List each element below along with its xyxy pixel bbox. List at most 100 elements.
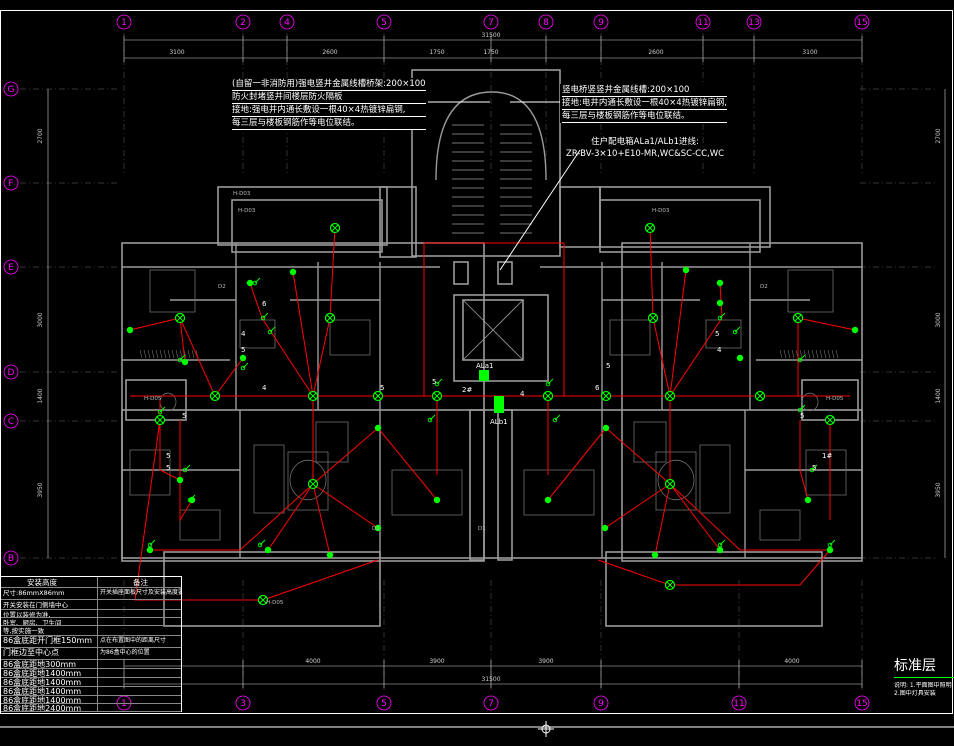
- dim-text-left: 3000: [37, 312, 44, 327]
- note-right-line3: 每三层与楼板钢筋作等电位联结。: [562, 110, 727, 123]
- grid-bubble-top: [279, 14, 295, 30]
- wall-light: [602, 424, 610, 432]
- circuit-wire: [424, 242, 565, 396]
- grid-bubble-bottom: [593, 695, 609, 711]
- note-left-line2: 防火封堵竖井间楼层防火隔板: [232, 91, 426, 104]
- wall-light: [374, 524, 382, 532]
- dim-text-top: 3100: [802, 49, 817, 56]
- circuit-number: 4: [241, 330, 246, 338]
- circuit-number: 4: [262, 384, 267, 392]
- circuit-wire: [292, 271, 314, 397]
- wall-block: [121, 409, 863, 559]
- switch-lever: [242, 362, 249, 369]
- circuit-wire: [179, 420, 193, 522]
- hatch: [823, 349, 827, 359]
- switch-lever: [184, 464, 191, 471]
- panel-alb1: [494, 396, 504, 413]
- switch: [187, 497, 193, 503]
- ceiling-light-x: [666, 581, 674, 589]
- note-left-line3: 接地:强电井内通长敷设一根40×4热镀锌扁钢,: [232, 104, 426, 117]
- note-left-line4: 每三层与楼板钢筋作等电位联结。: [232, 117, 426, 130]
- furniture-piece: [149, 269, 196, 313]
- hatch: [807, 349, 811, 359]
- switch-lever: [811, 464, 818, 471]
- grid-label-bottom: 9: [598, 699, 604, 709]
- hatch: [827, 349, 831, 359]
- grid-bubble-top: [746, 14, 762, 30]
- grid-label-top: 11: [697, 18, 708, 28]
- hatch: [183, 349, 187, 359]
- hatch: [811, 349, 815, 359]
- cable-leader: [499, 149, 581, 271]
- ceiling-light-x: [602, 392, 610, 400]
- note-left-line1: (自留一非消防用)强电竖井金属线槽桥架:200×100: [232, 79, 426, 91]
- wall-light: [716, 299, 724, 307]
- circuit-number: 6: [262, 300, 267, 308]
- hatch: [171, 349, 175, 359]
- light-fixtures: [126, 222, 859, 606]
- wall-block: [621, 242, 863, 562]
- panel-ala1: [479, 370, 489, 381]
- dim-text-bottom: 4000: [784, 658, 799, 665]
- dim-text-right: 1400: [935, 388, 942, 403]
- circuit-wire: [799, 420, 809, 501]
- hatch: [159, 349, 163, 359]
- hatch: [179, 349, 183, 359]
- furniture-piece: [253, 444, 285, 514]
- room-code: H-D05: [266, 600, 284, 606]
- dim-text-top: 1750: [429, 49, 444, 56]
- furniture-round: [801, 392, 819, 412]
- ceiling-light-x: [326, 314, 334, 322]
- switch-lever: [829, 539, 836, 546]
- switch: [545, 381, 551, 387]
- grid-bubble-top: [538, 14, 554, 30]
- dim-text-bottom: 3900: [538, 658, 553, 665]
- hatch: [155, 349, 159, 359]
- grid-label-top: 2: [240, 18, 246, 28]
- switch-lever: [149, 539, 156, 546]
- dim-text-right: 3950: [935, 482, 942, 497]
- title-block: 标准层 说明: 1.平面图中照明 2.图中灯具安装: [894, 655, 954, 698]
- hatch: [167, 349, 171, 359]
- grid-label-top: 9: [598, 18, 604, 28]
- legend-row-left: 86盒底距地1400mm: [3, 669, 82, 678]
- grid-label-left: C: [8, 417, 14, 427]
- grid-label-left: F: [8, 179, 13, 189]
- room-code: H-D03: [238, 208, 256, 214]
- switch-lever: [269, 326, 276, 333]
- switch-lever: [719, 539, 726, 546]
- grid-label-bottom: 15: [856, 699, 867, 709]
- switch: [267, 329, 273, 335]
- grid-label-top: 15: [856, 18, 867, 28]
- note-right: 竖电桥竖竖井金属线槽:200×100 接地:电井内通长敷设一根40×4热镀锌扁钢…: [560, 84, 729, 123]
- wall-light: [176, 476, 184, 484]
- grid-bubble-top: [854, 14, 870, 30]
- furniture-round: [289, 459, 327, 501]
- switch: [260, 315, 266, 321]
- legend-row: 位置以装修为准,: [1, 609, 181, 618]
- circuit-number: 1#: [822, 452, 832, 460]
- ceiling-light-x: [309, 392, 317, 400]
- legend-row-left: 86盒底距地1400mm: [3, 687, 82, 696]
- wall-light: [804, 496, 812, 504]
- wall-light: [601, 524, 609, 532]
- wall-light: [374, 424, 382, 432]
- switch-lever: [254, 277, 261, 284]
- grid-label-bottom: 5: [381, 699, 387, 709]
- switch: [427, 417, 433, 423]
- note-cable: 住户配电箱ALa1/ALb1进线: ZR-BV-3×10+E10-MR,WC&S…: [564, 136, 726, 160]
- circuit-number: 4: [717, 346, 722, 354]
- wall-light: [544, 496, 552, 504]
- drawing-title: 标准层: [894, 658, 936, 674]
- furniture-piece: [329, 319, 371, 356]
- grid-label-top: 4: [284, 18, 290, 28]
- dim-text-top: 2600: [648, 49, 663, 56]
- furniture-outlines: [129, 269, 847, 541]
- dim-text-top: 2600: [322, 49, 337, 56]
- ceiling-light-x: [756, 392, 764, 400]
- stair-arc: [435, 91, 547, 181]
- hatch: [791, 349, 795, 359]
- circuit-wire: [134, 419, 263, 601]
